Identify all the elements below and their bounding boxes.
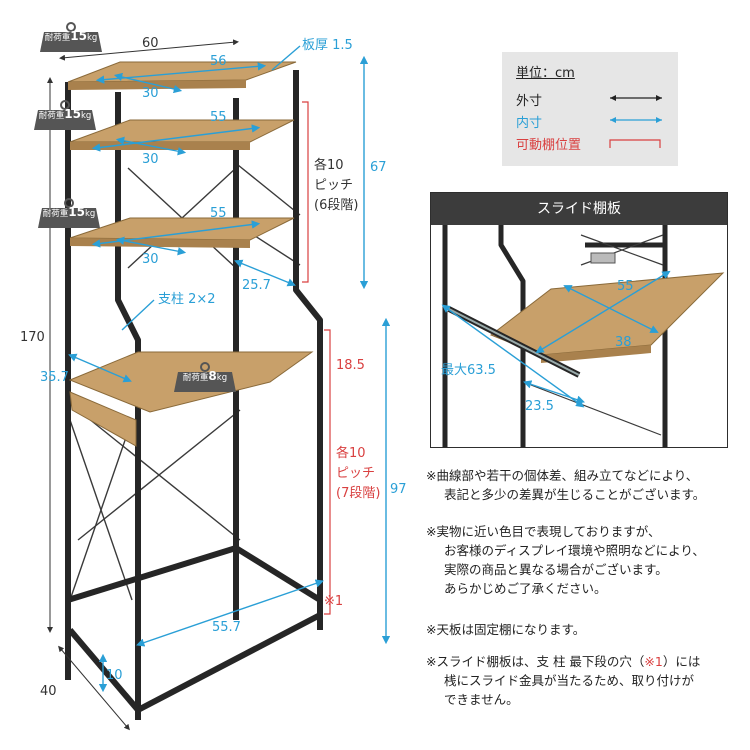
note-4: ※スライド棚板は、支 柱 最下段の穴（※1）には 桟にスライド金具が当たるため、… bbox=[426, 652, 700, 709]
slide-extension: 23.5 bbox=[525, 399, 554, 414]
dim-total-height: 170 bbox=[20, 330, 45, 345]
legend-unit: 単位：cm bbox=[516, 66, 575, 81]
pitch-upper-line3: (6段階) bbox=[314, 198, 359, 213]
slide-max-extension: 最大63.5 bbox=[441, 363, 496, 378]
legend-inner: 内寸 bbox=[516, 116, 543, 131]
post-label: 支柱 2×2 bbox=[158, 292, 216, 307]
dim-shelf3-depth: 30 bbox=[142, 252, 159, 267]
dim-middle-depth: 35.7 bbox=[40, 370, 69, 385]
bottom-frame bbox=[67, 409, 322, 713]
legend-swatches bbox=[609, 95, 662, 148]
note-2-line3: 実際の商品と異なる場合がございます。 bbox=[444, 562, 668, 577]
note-3: ※天板は固定棚になります。 bbox=[426, 620, 585, 639]
note-4-line3: できません。 bbox=[444, 692, 519, 707]
dim-offset-upper: 25.7 bbox=[242, 278, 271, 293]
weight-badge-middle: 耐荷重8kg bbox=[170, 362, 240, 392]
note-2-line1: ※実物に近い色目で表現しておりますが、 bbox=[426, 524, 661, 539]
pitch-upper-line1: 各10 bbox=[314, 158, 344, 173]
dim-shelf1-depth: 30 bbox=[142, 86, 159, 101]
note-3-line1: ※天板は固定棚になります。 bbox=[426, 622, 586, 637]
weight-badge-top: 耐荷重15kg bbox=[36, 22, 106, 52]
slide-shelf-illustration bbox=[441, 225, 725, 447]
note-4-mark: ※1 bbox=[644, 654, 663, 669]
dim-shelf-thickness: 板厚 1.5 bbox=[302, 38, 353, 53]
note-1-line2: 表記と多少の差異が生じることがございます。 bbox=[444, 487, 706, 502]
legend-movable: 可動棚位置 bbox=[516, 138, 582, 153]
note-4-line1-pre: ※スライド棚板は、支 柱 最下段の穴（ bbox=[426, 654, 645, 669]
pitch-lower-line3: (7段階) bbox=[336, 486, 381, 501]
note-4-line1-post: ）には bbox=[662, 654, 701, 669]
note-1: ※曲線部や若干の個体差、組み立てなどにより、 表記と多少の差異が生じることがござ… bbox=[426, 466, 705, 504]
slide-shelf-title: スライド棚板 bbox=[431, 193, 727, 225]
dim-depth-outer: 40 bbox=[40, 684, 57, 699]
note-2: ※実物に近い色目で表現しておりますが、 お客様のディスプレイ環境や照明などにより… bbox=[426, 522, 705, 598]
dim-middle-gap: 18.5 bbox=[336, 358, 365, 373]
dim-lower-height: 97 bbox=[390, 482, 407, 497]
note-mark-1: ※1 bbox=[324, 594, 344, 609]
pitch-lower-line2: ピッチ bbox=[336, 466, 376, 481]
dim-upper-height: 67 bbox=[370, 160, 387, 175]
weight-badge-third: 耐荷重15kg bbox=[34, 198, 104, 228]
note-2-line4: あらかじめご了承ください。 bbox=[444, 581, 607, 596]
note-2-line2: お客様のディスプレイ環境や照明などにより、 bbox=[444, 543, 705, 558]
slide-depth: 38 bbox=[615, 335, 632, 350]
weight-badge-second: 耐荷重15kg bbox=[30, 100, 100, 130]
note-4-line2: 桟にスライド金具が当たるため、取り付けが bbox=[444, 673, 695, 688]
pitch-lower: 各10 ピッチ (7段階) bbox=[336, 444, 380, 504]
dim-shelf1-width: 56 bbox=[210, 54, 227, 69]
frame-posts bbox=[65, 70, 323, 720]
slide-width: 55 bbox=[617, 279, 634, 294]
dim-foot-height: 10 bbox=[106, 668, 123, 683]
dim-shelf2-width: 55 bbox=[210, 110, 227, 125]
legend-box: 単位：cm 外寸 内寸 可動棚位置 bbox=[502, 52, 678, 166]
dim-width-outer: 60 bbox=[142, 36, 159, 51]
slide-shelf-panel: スライド棚板 55 38 最大63.5 2 bbox=[430, 192, 728, 448]
pitch-upper-line2: ピッチ bbox=[314, 178, 354, 193]
pitch-lower-line1: 各10 bbox=[336, 446, 366, 461]
dim-shelf3-width: 55 bbox=[210, 206, 227, 221]
legend-outer: 外寸 bbox=[516, 94, 543, 109]
pitch-upper: 各10 ピッチ (6段階) bbox=[314, 156, 358, 216]
dim-shelf2-depth: 30 bbox=[142, 152, 159, 167]
cross-braces bbox=[69, 164, 301, 601]
note-1-line1: ※曲線部や若干の個体差、組み立てなどにより、 bbox=[426, 468, 699, 483]
dim-inner-width-bottom: 55.7 bbox=[212, 620, 241, 635]
